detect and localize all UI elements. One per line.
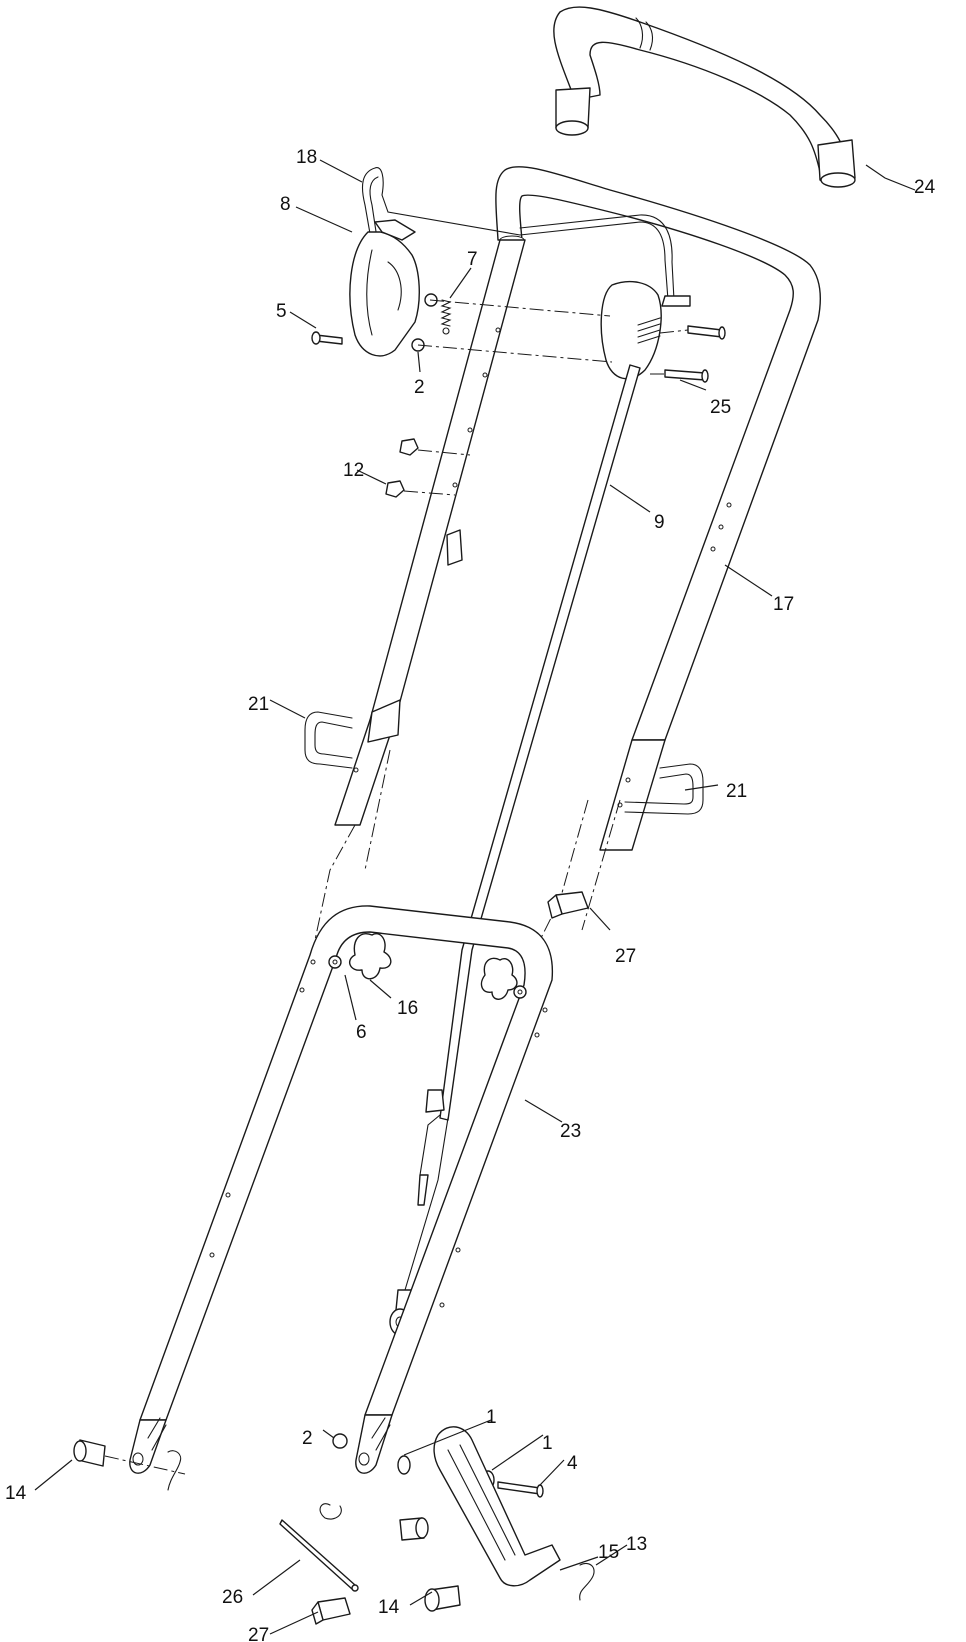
adjuster-lever [433,1426,561,1587]
callout-26: 26 [222,1587,243,1608]
callout-14-left: 14 [5,1483,27,1504]
hairpin-13 [579,1562,595,1601]
callout-13: 13 [626,1534,647,1555]
top-handle-grip [553,6,856,188]
callout-12: 12 [343,460,364,481]
cable-anchor-block [600,280,662,380]
bolt-25 [664,325,726,383]
callout-21-left: 21 [248,694,269,715]
callout-27-upper: 27 [615,946,636,967]
lower-handle [129,905,554,1474]
callout-17: 17 [773,594,794,615]
clip-27-lower [311,1597,351,1625]
callout-18: 18 [296,147,317,168]
u-bracket-left [304,711,353,769]
callout-1-b: 1 [542,1433,553,1454]
callout-6: 6 [356,1022,367,1043]
upper-handle [495,166,822,851]
callout-9: 9 [654,512,665,533]
callout-7: 7 [467,249,478,270]
callout-23: 23 [560,1121,581,1142]
callout-8: 8 [280,194,291,215]
callout-21-right: 21 [726,781,747,802]
callout-1-a: 1 [486,1407,497,1428]
knob-16 [328,933,527,1000]
callout-14-bottom: 14 [378,1597,400,1618]
alignment-line [659,329,689,334]
u-bracket-right [624,763,704,815]
callout-2-upper: 2 [414,377,425,398]
alignment-line [581,799,621,931]
pin-14-bottom [319,1503,461,1612]
alignment-line [539,799,589,941]
rod-26 [279,1519,359,1592]
bolt-5 [311,331,343,345]
alignment-line [417,344,613,363]
nut-2-lower [332,1433,348,1449]
callout-25: 25 [710,397,731,418]
callout-5: 5 [276,301,287,322]
alignment-line [364,749,391,871]
callout-2-lower: 2 [302,1428,313,1449]
callout-4: 4 [567,1453,578,1474]
alignment-line [429,299,611,317]
alignment-line [314,824,356,941]
control-housing [349,219,420,357]
callout-15: 15 [598,1542,619,1563]
nut-12 [385,438,471,498]
spring-7 [440,299,452,335]
callout-16: 16 [397,998,418,1019]
callout-24: 24 [914,177,936,198]
clip-27-upper [547,891,589,919]
callout-27-lower: 27 [248,1625,269,1642]
left-upper-tube [334,239,526,826]
pin-14-left [73,1439,186,1491]
leader-lines [34,159,916,1635]
